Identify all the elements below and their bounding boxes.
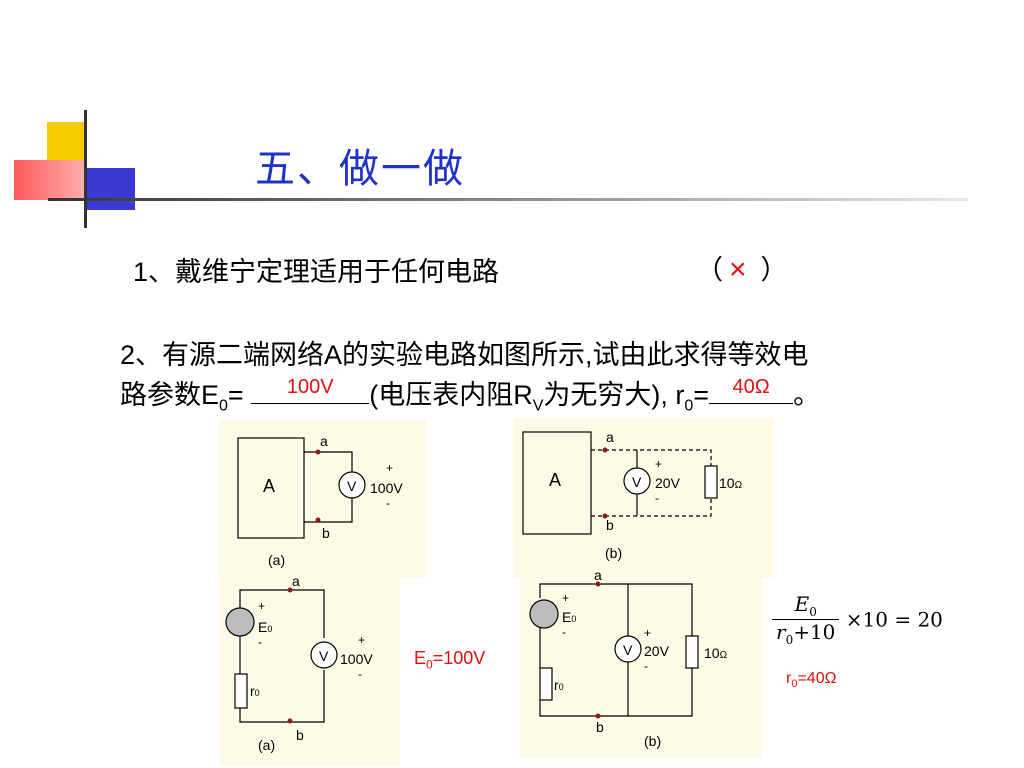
svg-text:b: b [596, 719, 604, 735]
svg-text:-: - [386, 496, 390, 510]
e0-blank: 100V [251, 375, 370, 404]
cross-mark-icon: × [729, 253, 747, 286]
node-b-dot [315, 517, 321, 523]
reading-20v: 20V [644, 643, 670, 659]
svg-text:-: - [644, 659, 648, 673]
svg-text:+: + [644, 626, 651, 640]
reading-100v: 100V [370, 480, 403, 496]
e0-result: E0=100V [414, 648, 486, 672]
svg-text:b: b [296, 727, 304, 743]
resistor-icon [704, 465, 718, 499]
svg-text:a: a [292, 578, 300, 589]
svg-text:b: b [606, 517, 614, 533]
svg-text:(b): (b) [644, 733, 661, 749]
network-a-label: A [549, 470, 561, 490]
svg-text:-: - [358, 667, 362, 681]
e0-answer: 100V [286, 376, 334, 398]
circuit-a-top: A a b V + 100V - (a) [218, 420, 426, 578]
svg-text:V: V [623, 642, 633, 658]
circuit-b-bottom: + E0 - r0 a b V + 20V - 10Ω (b) [520, 572, 762, 758]
svg-text:+: + [562, 591, 569, 605]
question-1-answer: （×） [696, 253, 788, 286]
r0-blank: 40Ω [709, 375, 794, 404]
svg-text:(b): (b) [605, 545, 622, 561]
circuit-b-top: A a b V + 20V - 10Ω (b) [513, 418, 773, 578]
network-a-label: A [263, 476, 275, 496]
voltage-source-icon [529, 599, 559, 629]
svg-text:E0: E0 [562, 609, 576, 625]
svg-text:V: V [319, 648, 329, 664]
voltmeter-icon [623, 467, 651, 495]
reading-20v: 20V [655, 475, 681, 491]
circuit-a-bottom: + E0 - r0 a b V + 100V - (a) [220, 578, 400, 766]
voltage-source-icon [225, 607, 255, 637]
svg-text:a: a [320, 433, 328, 449]
svg-text:V: V [347, 478, 357, 494]
voltmeter-icon [310, 641, 338, 669]
svg-text:+: + [655, 457, 662, 471]
svg-text:+: + [358, 633, 365, 647]
question-1: 1、戴维宁定理适用于任何电路 [133, 257, 500, 287]
resistor-icon [685, 635, 699, 669]
resistor-icon [539, 667, 553, 701]
reading-100v: 100V [340, 651, 373, 667]
svg-text:V: V [632, 474, 642, 490]
voltmeter-icon [614, 635, 642, 663]
svg-text:(a): (a) [258, 737, 275, 753]
voltmeter-icon [338, 471, 366, 499]
svg-text:a: a [606, 429, 614, 445]
page-title: 五、做一做 [255, 146, 465, 192]
svg-text:+: + [386, 461, 393, 475]
svg-text:a: a [594, 572, 602, 583]
svg-text:10Ω: 10Ω [704, 645, 728, 661]
svg-text:-: - [562, 625, 566, 639]
svg-text:-: - [258, 635, 262, 649]
formula: E0 r0+10 ×10 = 20 [772, 592, 943, 647]
svg-text:+: + [258, 599, 265, 613]
svg-text:10Ω: 10Ω [719, 475, 743, 491]
svg-text:E0: E0 [258, 619, 272, 635]
r0-answer: 40Ω [732, 376, 770, 398]
node-a-dot [315, 449, 321, 455]
resistor-icon [234, 673, 248, 709]
r0-result: r0=40Ω [786, 670, 837, 691]
question-2: 2、有源二端网络A的实验电路如图所示,试由此求得等效电 路参数E0= 100V(… [120, 340, 821, 415]
svg-text:r0: r0 [250, 683, 260, 699]
svg-text:-: - [655, 491, 659, 505]
svg-text:(a): (a) [268, 552, 285, 568]
svg-text:b: b [322, 525, 330, 541]
svg-text:r0: r0 [554, 677, 564, 693]
